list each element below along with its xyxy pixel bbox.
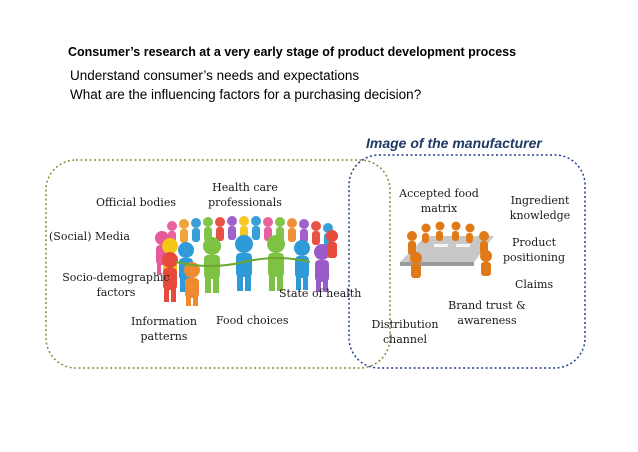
label-information-patterns: Information patterns [130, 315, 198, 343]
label-health-care-professionals: Health care professionals [208, 181, 282, 209]
label-socio-demographic-factors: Socio-demographic factors [62, 271, 170, 299]
people-circle-illustration [155, 216, 338, 306]
label-ingredient-knowledge: Ingredient knowledge [509, 194, 571, 222]
subtitle-needs: Understand consumer’s needs and expectat… [70, 68, 360, 83]
label-official-bodies: Official bodies [96, 196, 176, 209]
slide-title: Consumer’s research at a very early stag… [68, 45, 517, 59]
subtitle-factors: What are the influencing factors for a p… [70, 87, 422, 102]
label-accepted-food-matrix: Accepted food matrix [399, 187, 479, 215]
label-state-of-health: State of health [279, 287, 362, 300]
influences-box [45, 159, 391, 369]
label-product-positioning: Product positioning [502, 236, 566, 264]
label-social-media: (Social) Media [49, 230, 130, 243]
meeting-table-illustration [400, 221, 494, 278]
label-brand-trust-awareness: Brand trust & awareness [448, 299, 526, 327]
label-claims: Claims [515, 278, 554, 291]
label-distribution-channel: Distribution channel [371, 318, 439, 346]
manufacturer-title: Image of the manufacturer [366, 135, 542, 151]
label-food-choices: Food choices [216, 314, 289, 327]
